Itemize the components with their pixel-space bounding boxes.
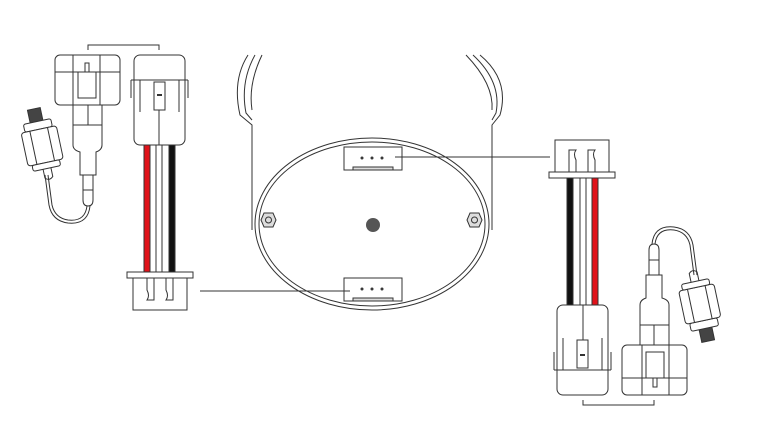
- mount-nut-right: [466, 212, 483, 228]
- left-cable-assembly: [15, 44, 195, 311]
- mount-nut-left: [260, 212, 277, 228]
- gauge-body: [236, 54, 503, 311]
- right-cable-assembly: [548, 139, 727, 406]
- center-knob: [366, 218, 380, 232]
